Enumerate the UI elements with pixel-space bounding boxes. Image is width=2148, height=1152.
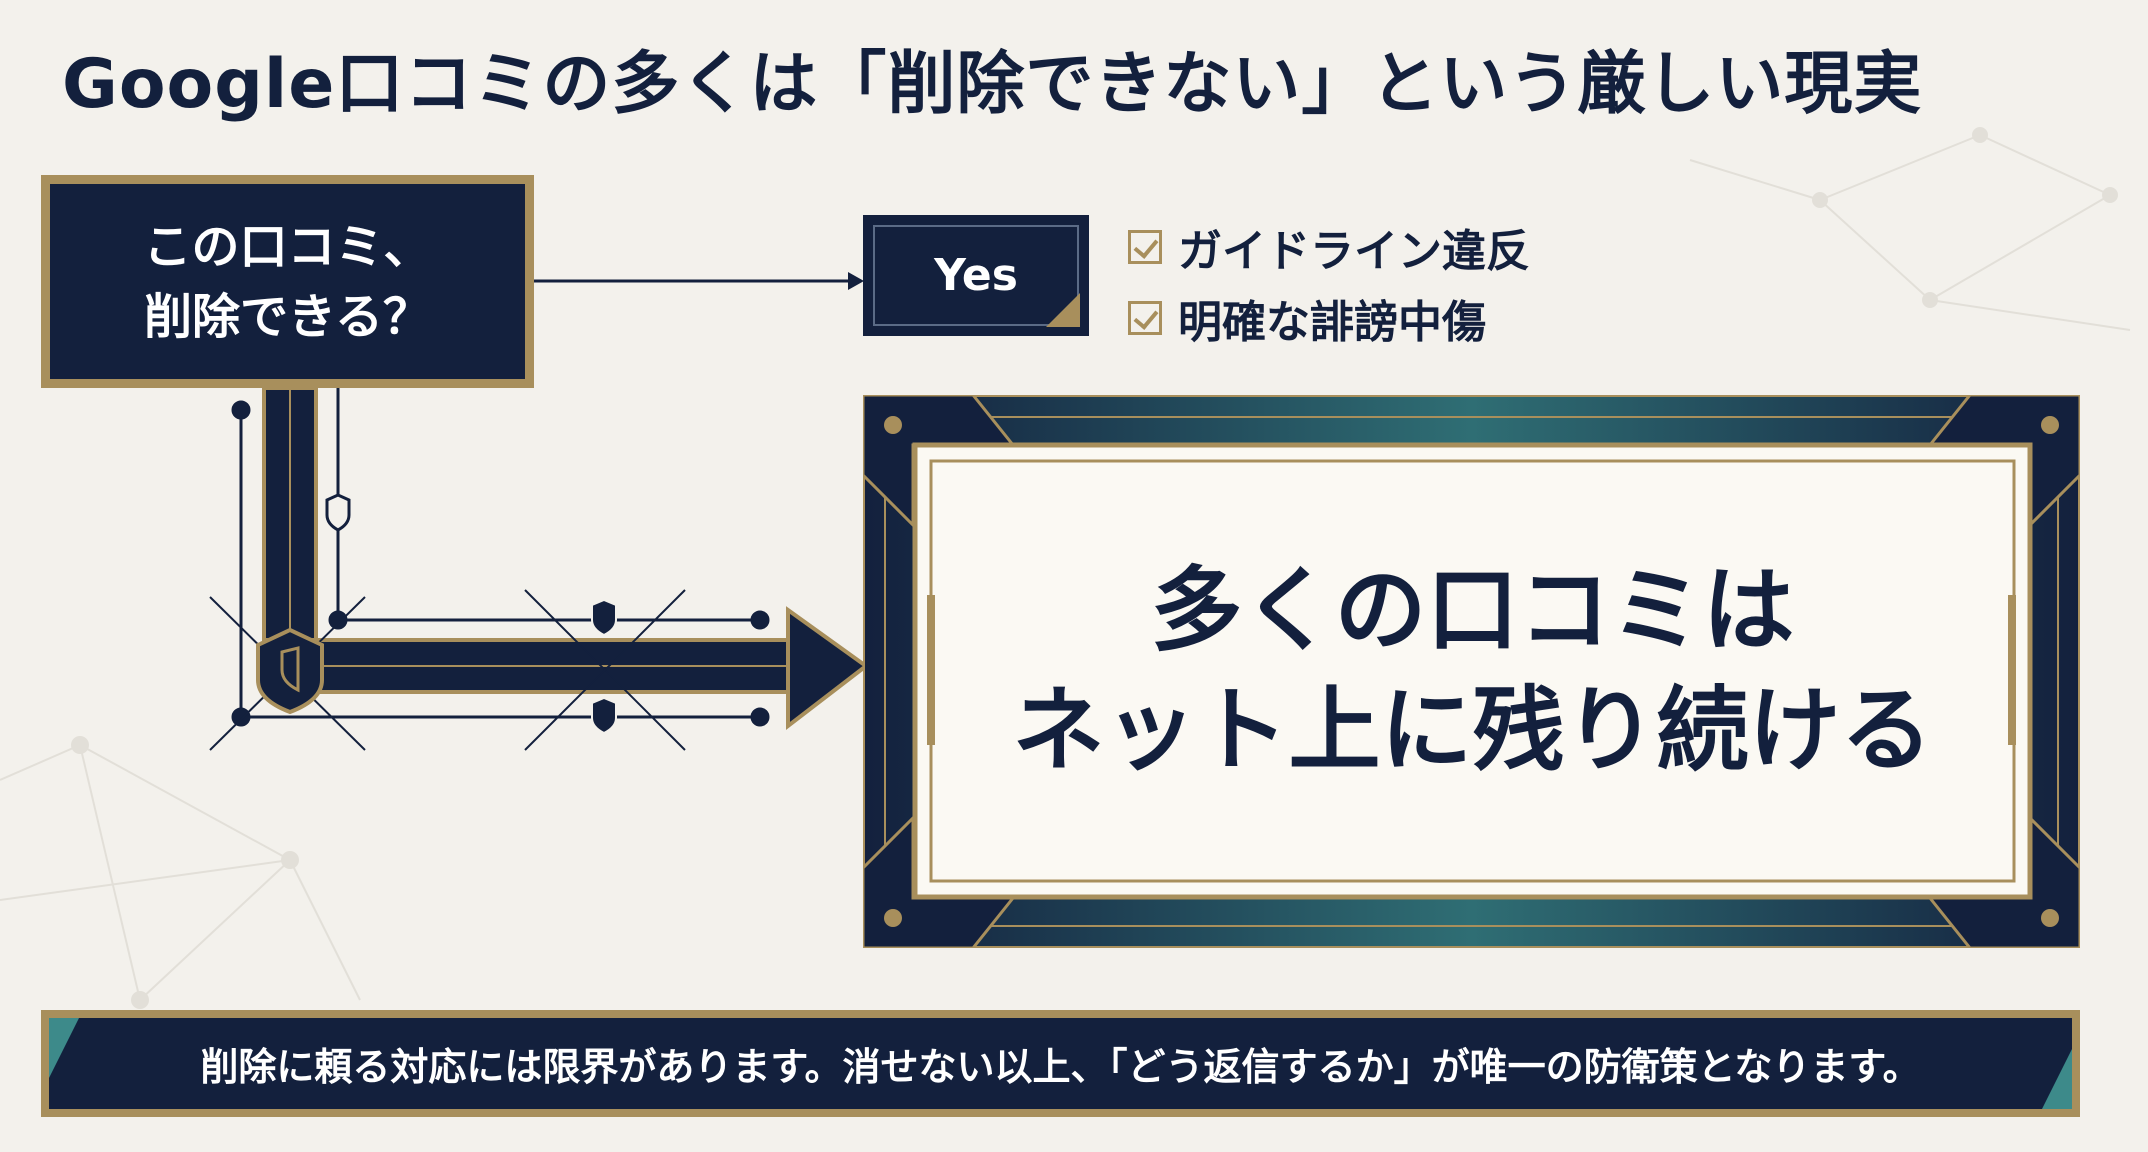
conclusion-text: 削除に頼る対応には限界があります。消せない以上、「どう返信するか」が唯一の防衛策… [200, 1045, 1921, 1089]
question-line-1: この口コミ、 [143, 218, 432, 275]
shield-icon [256, 627, 324, 715]
no-pipe-arrow [262, 386, 870, 731]
yes-arrow [534, 272, 864, 290]
shield-icon [325, 493, 351, 532]
checkbox-checked-icon [1128, 301, 1162, 335]
result-frame [863, 395, 2080, 948]
shield-icon [591, 696, 617, 735]
condition-item: ガイドライン違反 [1128, 215, 1530, 279]
result-line-2: ネット上に残り続ける [1012, 677, 1933, 784]
teal-corner-decoration [2042, 1049, 2072, 1109]
condition-item: 明確な誹謗中傷 [1128, 286, 1486, 350]
checkbox-checked-icon [1128, 230, 1162, 264]
page-title: Google口コミの多くは「削除できない」という厳しい現実 [62, 45, 1923, 124]
condition-label: 明確な誹謗中傷 [1178, 297, 1486, 348]
yes-box: Yes [863, 215, 1089, 336]
question-line-2: 削除できる？ [143, 288, 432, 345]
conclusion-banner: 削除に頼る対応には限界があります。消せない以上、「どう返信するか」が唯一の防衛策… [41, 1010, 2080, 1117]
condition-label: ガイドライン違反 [1178, 226, 1530, 277]
question-box: この口コミ、 削除できる？ [41, 175, 534, 388]
yes-label: Yes [934, 250, 1018, 301]
result-message: 多くの口コミは ネット上に残り続ける [915, 445, 2030, 897]
result-line-1: 多くの口コミは [1150, 557, 1795, 664]
shield-icon [591, 598, 617, 637]
gold-corner-decoration [1046, 293, 1080, 327]
teal-corner-decoration [49, 1018, 79, 1078]
